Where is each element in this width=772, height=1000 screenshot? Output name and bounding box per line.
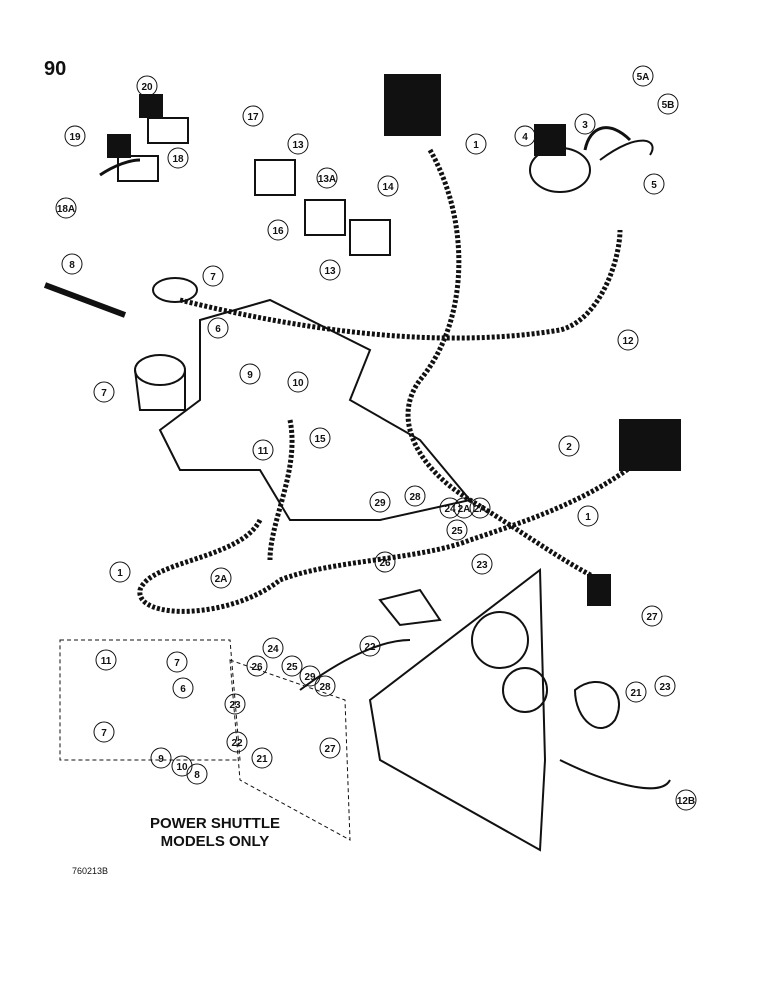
callout-26: 26 [379, 558, 391, 569]
callout-11: 11 [258, 446, 269, 457]
switch-22 [378, 588, 442, 627]
callout-3: 3 [582, 120, 588, 131]
callout-inset-28: 28 [319, 682, 331, 693]
callout-2a-c: 2A [215, 574, 228, 585]
callout-4: 4 [522, 132, 528, 143]
callout-14: 14 [382, 182, 394, 193]
circuit-breaker-13b [349, 219, 391, 256]
harness-connector-top [384, 74, 441, 136]
callout-5b: 5B [662, 100, 675, 111]
arrow-toggle [99, 158, 141, 177]
callout-2: 2 [566, 442, 572, 453]
main-harness [405, 148, 602, 583]
callout-21: 21 [630, 688, 642, 699]
callout-inset-22: 22 [231, 738, 243, 749]
callout-6: 6 [215, 324, 221, 335]
callout-inset-23: 23 [229, 700, 241, 711]
callout-1: 1 [473, 140, 479, 151]
callout-17: 17 [247, 112, 259, 123]
callout-13a: 13A [318, 174, 336, 185]
callout-2a-b: 2A [474, 504, 487, 515]
callout-19: 19 [69, 132, 81, 143]
callout-inset-8: 8 [194, 770, 200, 781]
circuit-breaker-13 [254, 159, 296, 196]
callout-inset-7: 7 [174, 658, 180, 669]
callout-1-c: 1 [117, 568, 123, 579]
callout-8: 8 [69, 260, 75, 271]
shuttle-bracket-plate [368, 568, 547, 852]
power-shuttle-note: POWER SHUTTLE MODELS ONLY [130, 815, 300, 851]
callout-29: 29 [374, 498, 386, 509]
arrow-to-inset [299, 639, 411, 691]
resistor-7b [134, 354, 186, 386]
callout-13: 13 [292, 140, 304, 151]
callout-22: 22 [364, 642, 376, 653]
harness-12 [179, 229, 623, 341]
callout-28: 28 [409, 492, 421, 503]
callout-inset-24: 24 [267, 644, 279, 655]
callout-7: 7 [210, 272, 216, 283]
callout-inset-26: 26 [251, 662, 263, 673]
callout-25: 25 [451, 526, 463, 537]
arrow-ignition [583, 126, 632, 151]
callout-7-b: 7 [101, 388, 107, 399]
callout-inset-11: 11 [101, 656, 112, 667]
callout-18a: 18A [57, 204, 75, 215]
harness-lower-loop [137, 458, 642, 614]
relay-block [619, 419, 681, 471]
callout-inset-27: 27 [324, 744, 336, 755]
toggle-switch-20 [139, 94, 163, 118]
figure-code: 760213B [72, 866, 109, 876]
callout-23-b: 23 [659, 682, 671, 693]
callout-27: 27 [646, 612, 658, 623]
callout-9: 9 [247, 370, 253, 381]
callout-inset-6: 6 [180, 684, 186, 695]
callout-13-b: 13 [324, 266, 336, 277]
page-number: 90 [44, 58, 67, 80]
note-line-2: MODELS ONLY [160, 833, 270, 850]
callout-18: 18 [172, 154, 184, 165]
callout-labels: 20 19 18 18A 17 13 13A 14 16 13 1 3 4 5A… [55, 65, 697, 811]
callout-inset-7-b: 7 [101, 728, 107, 739]
inset-plate [229, 659, 351, 841]
callout-12b: 12B [677, 796, 695, 807]
callout-5a: 5A [637, 72, 650, 83]
toggle-switch-19 [107, 134, 131, 158]
callout-10: 10 [292, 378, 304, 389]
callout-16: 16 [272, 226, 284, 237]
callout-inset-21: 21 [256, 754, 268, 765]
bolt-8 [43, 282, 127, 318]
callout-inset-25: 25 [286, 662, 298, 673]
callout-15: 15 [314, 434, 326, 445]
note-line-1: POWER SHUTTLE [150, 815, 280, 832]
harness-vertical [267, 419, 295, 561]
callout-inset-10: 10 [176, 762, 188, 773]
callout-20: 20 [141, 82, 153, 93]
callout-inset-29: 29 [304, 672, 316, 683]
connector-bottom [587, 574, 611, 606]
callout-12: 12 [622, 336, 634, 347]
wire-12b [559, 759, 671, 790]
callout-1-b: 1 [585, 512, 591, 523]
inset-bracket [59, 639, 241, 761]
callout-23: 23 [476, 560, 488, 571]
mounting-plate [158, 298, 472, 521]
callout-24: 24 [444, 504, 456, 515]
pressure-switch-21 [573, 680, 621, 730]
callout-5: 5 [651, 180, 657, 191]
callout-inset-9: 9 [158, 754, 164, 765]
circuit-breaker-13a [304, 199, 346, 236]
resistor-7a [152, 277, 198, 303]
callout-2a: 2A [458, 504, 471, 515]
